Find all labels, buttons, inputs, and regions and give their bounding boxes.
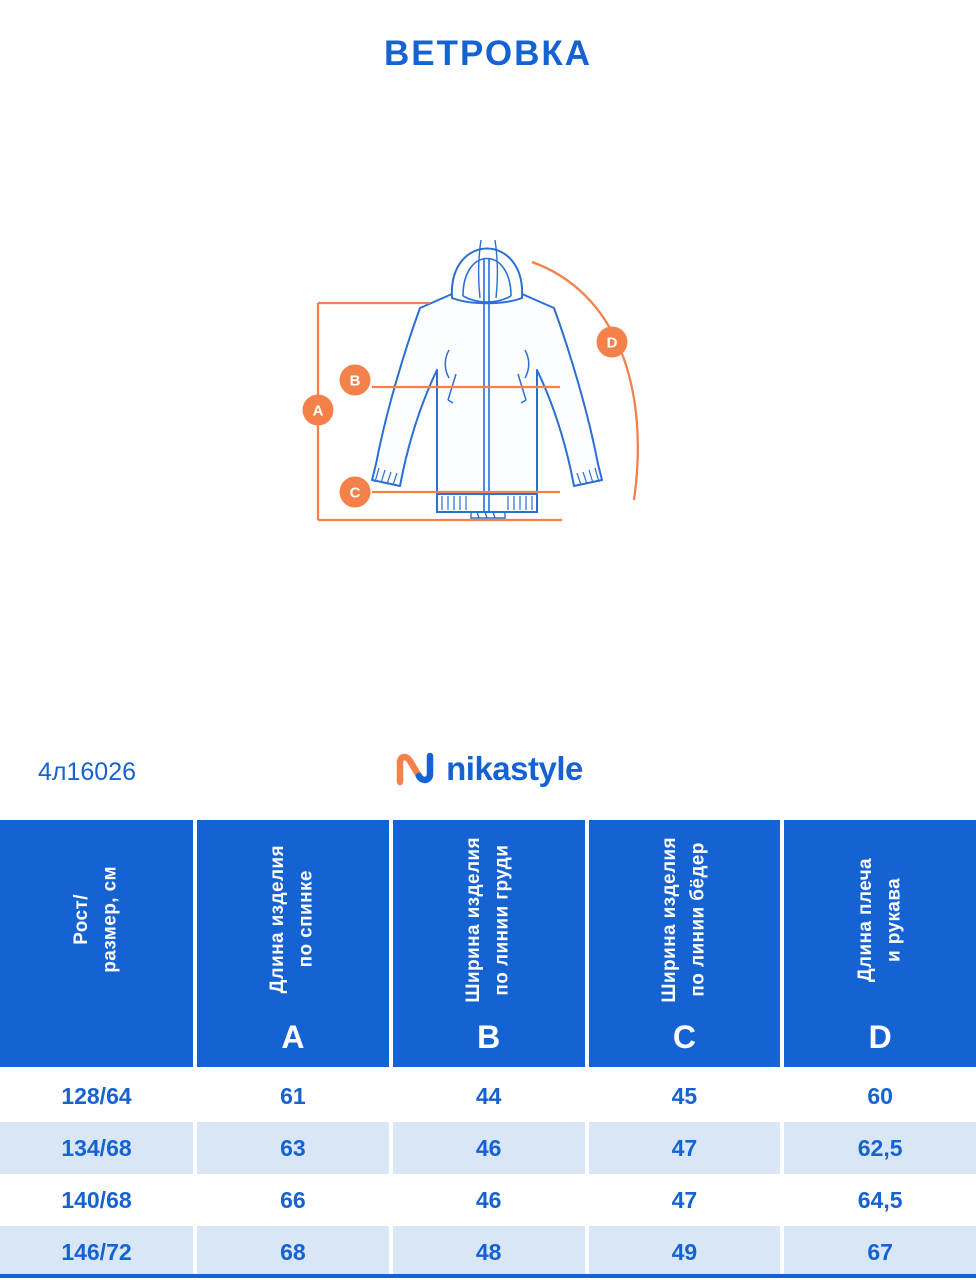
jacket-hood	[450, 247, 524, 305]
measurement-badges: A B C D	[302, 326, 628, 508]
jacket-hem-ribs	[441, 496, 533, 510]
measure-a-badge	[302, 394, 334, 426]
jacket-hood-inner	[462, 257, 512, 303]
page-title: ВЕТРОВКА	[383, 34, 593, 73]
table-cell-c: 45	[588, 1070, 781, 1122]
table-cell-b: 44	[392, 1070, 585, 1122]
table-cell-c: 47	[588, 1122, 781, 1174]
table-cell-a: 63	[197, 1122, 389, 1174]
table-cell-a: 66	[197, 1174, 389, 1226]
jacket-hem-drawcord	[470, 511, 506, 519]
table-cell-b: 46	[392, 1122, 585, 1174]
measure-b-label: B	[350, 373, 361, 390]
header-label-a: Длина изделия по спинке	[267, 845, 317, 994]
jacket-cuff-ribs	[374, 467, 600, 486]
brand-logo-icon	[396, 752, 434, 786]
header-letter-d: D	[868, 1019, 892, 1055]
header-label-c: Ширина изделия по линии бёдер	[658, 836, 709, 1003]
brand-logo: nikastyle	[0, 744, 976, 794]
table-cell-b: 46	[392, 1174, 585, 1226]
header-label-height-size: Рост/ размер, см	[71, 866, 121, 973]
header-letter-a: A	[281, 1019, 305, 1055]
jacket-hood-panels	[477, 239, 499, 299]
table-cell-a: 61	[197, 1070, 389, 1122]
table-cell-d: 67	[784, 1226, 976, 1278]
table-cell-c: 47	[588, 1174, 781, 1226]
table-cell-size: 146/72	[0, 1226, 193, 1278]
measure-d-badge	[596, 326, 628, 358]
measure-d-label: D	[607, 335, 618, 352]
header-label-b: Ширина изделия по линии груди	[463, 836, 513, 1003]
jacket-hem-band	[436, 493, 538, 513]
table-cell-b: 48	[392, 1226, 585, 1278]
table-cell-c: 49	[588, 1226, 781, 1278]
table-cell-d: 62,5	[784, 1122, 976, 1174]
table-cell-d: 64,5	[784, 1174, 976, 1226]
header-letter-b: B	[477, 1019, 501, 1055]
header-letter-c: C	[672, 1019, 696, 1055]
header-cell-d: Длина плеча и рукава D	[784, 820, 976, 1067]
table-cell-size: 140/68	[0, 1174, 193, 1226]
header-cell-a: Длина изделия по спинке A	[197, 820, 389, 1067]
measure-b-badge	[339, 364, 371, 396]
measure-a-label: A	[313, 403, 324, 420]
table-bottom-rule	[0, 1274, 976, 1278]
measure-c-badge	[339, 476, 371, 508]
size-table-header: Рост/ размер, см Длина изделия по спинке…	[0, 820, 976, 1067]
header-cell-b: Ширина изделия по линии груди B	[392, 820, 585, 1067]
measure-c-label: C	[350, 485, 361, 502]
header-label-d: Длина плеча и рукава	[854, 857, 905, 982]
table-cell-size: 134/68	[0, 1122, 193, 1174]
table-cell-d: 60	[784, 1070, 976, 1122]
jacket-zipper	[483, 258, 490, 512]
header-cell-c: Ширина изделия по линии бёдер C	[588, 820, 781, 1067]
product-code: 4л16026	[38, 758, 137, 786]
jacket-measurement-diagram: A B C D	[302, 239, 639, 522]
brand-name: nikastyle	[446, 750, 583, 787]
table-cell-a: 68	[197, 1226, 389, 1278]
header-cell-height-size: Рост/ размер, см	[0, 820, 193, 1067]
jacket-body-outline	[371, 293, 603, 495]
size-table-body: 128/64 61 44 45 60 134/68 63 46 47 62,5 …	[0, 1070, 976, 1278]
table-cell-size: 128/64	[0, 1070, 193, 1122]
